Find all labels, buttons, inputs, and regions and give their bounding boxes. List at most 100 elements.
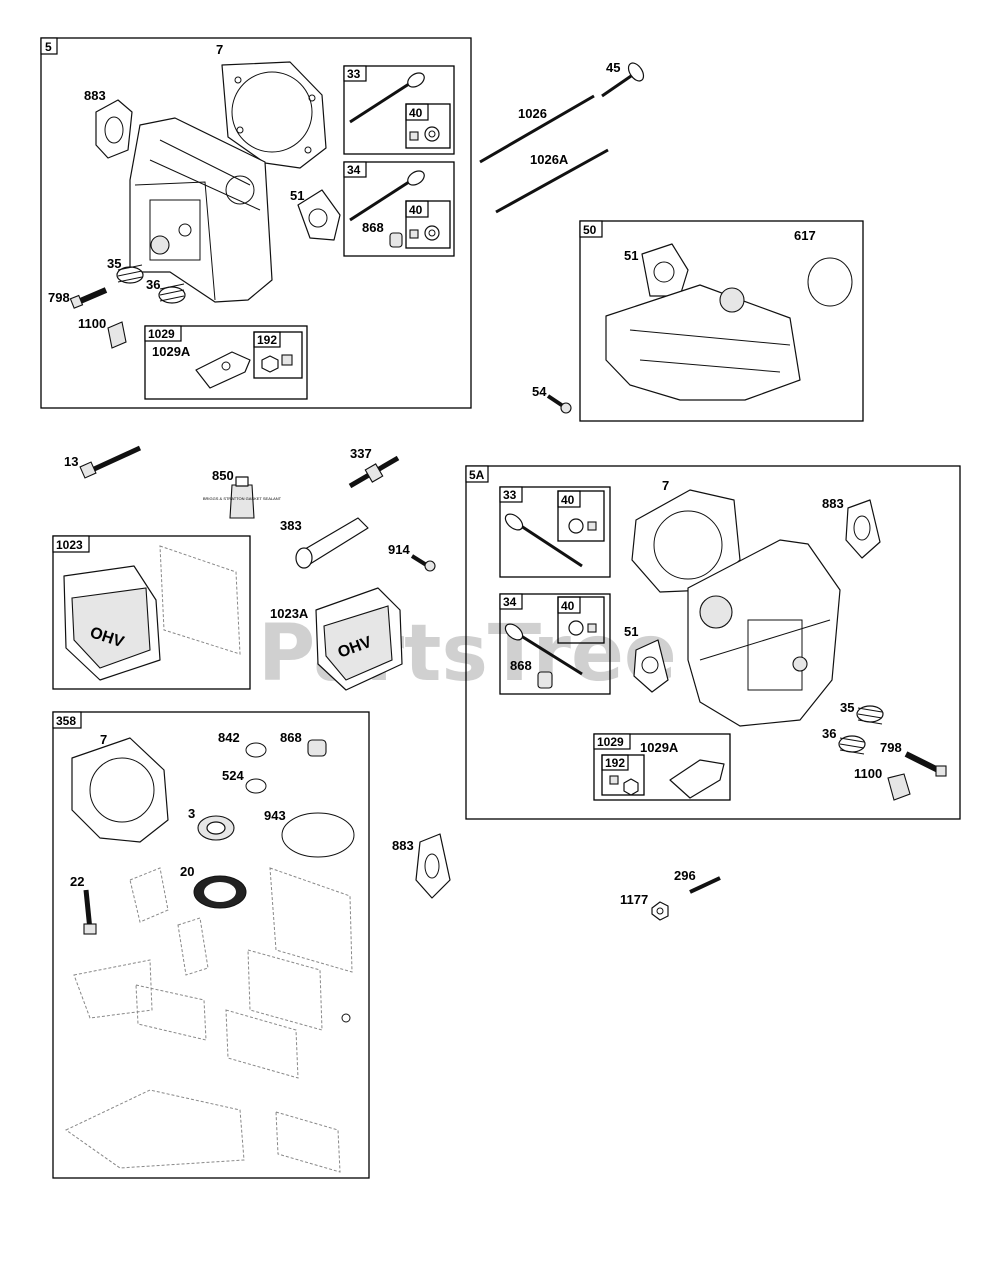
svg-text:1029: 1029: [597, 735, 624, 749]
svg-text:7: 7: [100, 732, 107, 747]
push-rod-1026-part[interactable]: [479, 94, 595, 164]
svg-text:3: 3: [188, 806, 195, 821]
svg-text:883: 883: [822, 496, 844, 511]
valve-spring-36-part[interactable]: [158, 283, 186, 304]
svg-text:850: 850: [212, 468, 234, 483]
svg-text:798: 798: [48, 290, 70, 305]
gasket-51-5a-part[interactable]: [633, 639, 669, 693]
group-tag: 5: [45, 40, 52, 54]
svg-text:1026: 1026: [518, 106, 547, 121]
svg-text:524: 524: [222, 768, 244, 783]
svg-text:51: 51: [624, 624, 638, 639]
cover-gasket-part[interactable]: [159, 545, 241, 655]
bolt-54-part[interactable]: [546, 394, 572, 414]
svg-text:1177: 1177: [620, 892, 648, 907]
breather-383-part[interactable]: [295, 517, 369, 569]
seal-20-part[interactable]: [193, 875, 247, 909]
svg-text:1029: 1029: [148, 327, 175, 341]
valve-spring-35-part[interactable]: [116, 264, 144, 284]
svg-text:798: 798: [880, 740, 902, 755]
svg-text:51: 51: [624, 248, 638, 263]
o-ring-943-part[interactable]: [281, 812, 355, 858]
seal-3-part[interactable]: [197, 815, 235, 841]
svg-text:20: 20: [180, 864, 194, 879]
gasket-51-part[interactable]: [641, 243, 689, 297]
svg-text:33: 33: [347, 67, 361, 81]
o-ring-617-part[interactable]: [807, 257, 853, 307]
screw-914-part[interactable]: [410, 554, 436, 572]
svg-text:883: 883: [84, 88, 106, 103]
bolt-13-part[interactable]: [79, 445, 142, 479]
svg-text:22: 22: [70, 874, 84, 889]
svg-text:337: 337: [350, 446, 372, 461]
valve-45-part[interactable]: [601, 60, 647, 98]
o-ring-842-part[interactable]: [245, 742, 267, 758]
valve-cover-part[interactable]: OHV: [63, 565, 161, 681]
spring-36-5a-part[interactable]: [838, 735, 866, 755]
gasket-883-5a-part[interactable]: [845, 499, 881, 559]
stud-296-part[interactable]: [689, 876, 721, 894]
callout-labels: 7 883 51 868 35 36 798 1100 1029A 45 102…: [48, 42, 902, 907]
svg-text:868: 868: [280, 730, 302, 745]
gasket-set-7-part[interactable]: [71, 737, 169, 843]
exhaust-valve-part[interactable]: [349, 168, 427, 222]
svg-text:34: 34: [503, 595, 517, 609]
svg-text:883: 883: [392, 838, 414, 853]
svg-text:36: 36: [822, 726, 836, 741]
seal-868-part[interactable]: [307, 739, 327, 757]
spark-plug-337-part[interactable]: [348, 455, 400, 489]
svg-text:1100: 1100: [854, 766, 882, 781]
intake-gasket-part[interactable]: [95, 99, 133, 159]
exhaust-gasket-part[interactable]: [297, 189, 341, 241]
svg-text:192: 192: [257, 333, 277, 347]
svg-text:35: 35: [107, 256, 121, 271]
svg-text:383: 383: [280, 518, 302, 533]
cylinder-head-5a-part[interactable]: [687, 539, 841, 727]
svg-text:5A: 5A: [469, 468, 485, 482]
svg-text:45: 45: [606, 60, 620, 75]
cylinder-head-part[interactable]: [129, 117, 273, 303]
nut-1177-part[interactable]: [651, 901, 669, 921]
svg-text:617: 617: [794, 228, 816, 243]
svg-text:51: 51: [290, 188, 304, 203]
clip-1100-part[interactable]: [107, 321, 127, 349]
svg-text:40: 40: [561, 599, 575, 613]
push-rod-1026a-part[interactable]: [495, 148, 609, 214]
bolt-798-part[interactable]: [69, 287, 108, 309]
valve-seal-868-part[interactable]: [389, 232, 403, 248]
svg-text:296: 296: [674, 868, 696, 883]
clip-1100-5a-part[interactable]: [887, 773, 911, 801]
svg-text:192: 192: [605, 756, 625, 770]
svg-text:1023: 1023: [56, 538, 83, 552]
svg-text:358: 358: [56, 714, 76, 728]
valve-cover-1023a-part[interactable]: OHV: [315, 587, 403, 691]
svg-text:1029A: 1029A: [640, 740, 679, 755]
svg-text:842: 842: [218, 730, 240, 745]
spring-35-5a-part[interactable]: [856, 705, 884, 725]
svg-text:13: 13: [64, 454, 78, 469]
svg-text:54: 54: [532, 384, 547, 399]
head-gasket-part[interactable]: [221, 61, 327, 169]
svg-text:7: 7: [662, 478, 669, 493]
intake-valve-part[interactable]: [349, 70, 427, 124]
svg-text:868: 868: [362, 220, 384, 235]
sealant-tube-850-part[interactable]: BRIGGS & STRATTON GASKET SEALANT: [203, 476, 282, 519]
svg-text:34: 34: [347, 163, 361, 177]
group-5-box: [40, 37, 472, 409]
svg-text:40: 40: [561, 493, 575, 507]
svg-text:943: 943: [264, 808, 286, 823]
svg-text:40: 40: [409, 106, 423, 120]
svg-text:7: 7: [216, 42, 223, 57]
svg-text:50: 50: [583, 223, 597, 237]
manifold-part[interactable]: [605, 284, 801, 401]
svg-text:1029A: 1029A: [152, 344, 191, 359]
bolt-22-part[interactable]: [83, 889, 97, 935]
svg-text:1100: 1100: [78, 316, 106, 331]
svg-text:BRIGGS & STRATTON GASKET SEALA: BRIGGS & STRATTON GASKET SEALANT: [203, 496, 282, 501]
bolt-798-5a-part[interactable]: [904, 751, 947, 777]
gasket-883-part[interactable]: [415, 833, 451, 899]
o-ring-524-part[interactable]: [245, 778, 267, 794]
rocker-arm-part[interactable]: [195, 351, 251, 389]
svg-text:868: 868: [510, 658, 532, 673]
